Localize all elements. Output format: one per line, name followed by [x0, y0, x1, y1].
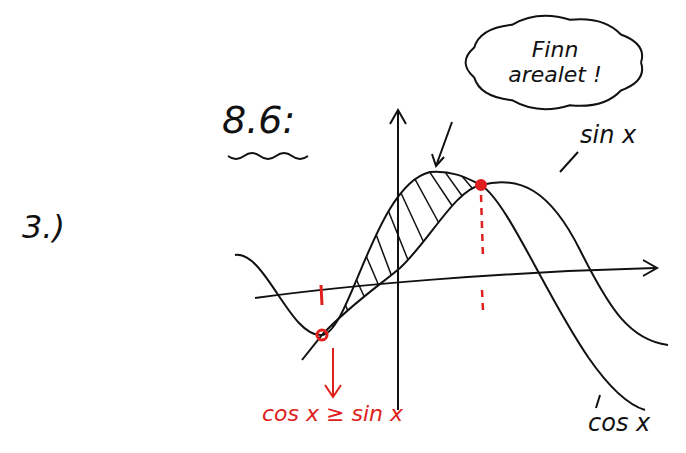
red-tick — [321, 285, 322, 305]
x-axis — [255, 268, 655, 298]
wavy-underline — [228, 153, 308, 159]
curve-label: sin x — [580, 122, 636, 148]
intersection-dot — [476, 180, 486, 190]
leader-line — [560, 152, 578, 172]
red-dashed-line — [481, 195, 483, 310]
red-arrow-head — [325, 385, 341, 397]
cloud-callout: Finn arealet ! — [461, 11, 649, 114]
area-hatching — [320, 165, 478, 350]
leader-arrow — [436, 122, 452, 166]
y-axis — [397, 112, 399, 410]
y-axis-arrow — [390, 110, 406, 124]
x-axis-arrow — [643, 260, 657, 276]
arrow-head — [432, 154, 444, 166]
leader-line — [596, 395, 600, 408]
section-number: 8.6: — [222, 100, 295, 142]
exercise-number: 3.) — [22, 210, 65, 245]
callout-text: Finn arealet ! — [495, 37, 615, 88]
condition-note: cos x ≥ sin x — [262, 402, 403, 426]
curve-label: cos x — [588, 410, 650, 436]
cos-curve — [235, 172, 645, 410]
red-arrow — [332, 348, 334, 395]
intersection-dot — [317, 330, 327, 340]
sin-curve — [302, 182, 668, 360]
